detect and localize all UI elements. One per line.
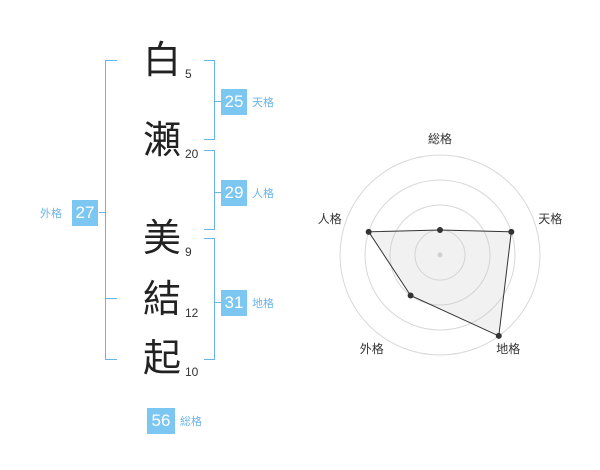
gaikaku-bracket-top <box>105 60 117 61</box>
jinkaku-bracket-tick <box>215 192 221 193</box>
name-char-2: 瀬 <box>142 118 181 162</box>
chikaku-bracket-vertical <box>214 238 215 360</box>
radar-axis-label-2: 天格 <box>538 211 562 226</box>
stroke-count-1: 5 <box>185 67 192 81</box>
name-char-1: 白 <box>142 38 181 82</box>
jinkaku-bracket-vertical <box>214 150 215 230</box>
jinkaku-bracket-bottom <box>204 229 215 230</box>
radar-ring-4 <box>339 154 541 356</box>
radar-axis-label-5: 人格 <box>318 211 342 226</box>
tenkaku-bracket-top <box>204 60 215 61</box>
jinkaku-value-badge: 29 <box>221 180 247 206</box>
tenkaku-label: 天格 <box>252 96 274 109</box>
radar-ring-2 <box>389 204 491 306</box>
jinkaku-bracket-top <box>204 150 215 151</box>
radar-point-3 <box>495 332 502 339</box>
radar-point-4 <box>407 292 414 299</box>
stroke-count-5: 10 <box>185 365 199 379</box>
jinkaku-label: 人格 <box>252 187 274 200</box>
chikaku-label: 地格 <box>252 297 274 310</box>
gaikaku-value-badge: 27 <box>72 200 98 226</box>
chikaku-bracket-top <box>204 238 215 239</box>
gaikaku-bracket-tick <box>99 212 105 213</box>
tenkaku-value-badge: 25 <box>221 89 247 115</box>
chikaku-bracket-bottom <box>204 359 215 360</box>
chikaku-bracket-tick <box>215 302 221 303</box>
radar-point-2 <box>508 228 515 235</box>
stroke-count-4: 12 <box>185 306 199 320</box>
soukaku-value-badge: 56 <box>147 408 175 434</box>
gaikaku-bracket-bottom <box>105 359 117 360</box>
radar-point-1 <box>437 227 443 233</box>
name-char-3: 美 <box>142 216 181 260</box>
name-char-4: 結 <box>142 277 181 321</box>
soukaku-label: 総格 <box>180 415 202 428</box>
tenkaku-bracket-tick <box>215 101 221 102</box>
stroke-count-2: 20 <box>185 147 199 161</box>
radar-axis-label-3: 地格 <box>496 341 520 356</box>
gaikaku-label: 外格 <box>40 207 62 220</box>
radar-ring-3 <box>364 179 516 331</box>
gaikaku-bracket-vertical <box>105 60 106 360</box>
name-char-5: 起 <box>142 336 181 380</box>
radar-axis-label-1: 総格 <box>428 131 452 146</box>
stroke-count-3: 9 <box>185 245 192 259</box>
radar-center <box>437 252 443 258</box>
gaikaku-bracket-middle <box>105 298 117 299</box>
tenkaku-bracket-vertical <box>214 60 215 140</box>
tenkaku-bracket-bottom <box>204 139 215 140</box>
radar-point-5 <box>365 228 372 235</box>
radar-axis-label-4: 外格 <box>360 341 384 356</box>
chikaku-value-badge: 31 <box>221 290 247 316</box>
radar-polygon <box>367 229 512 337</box>
